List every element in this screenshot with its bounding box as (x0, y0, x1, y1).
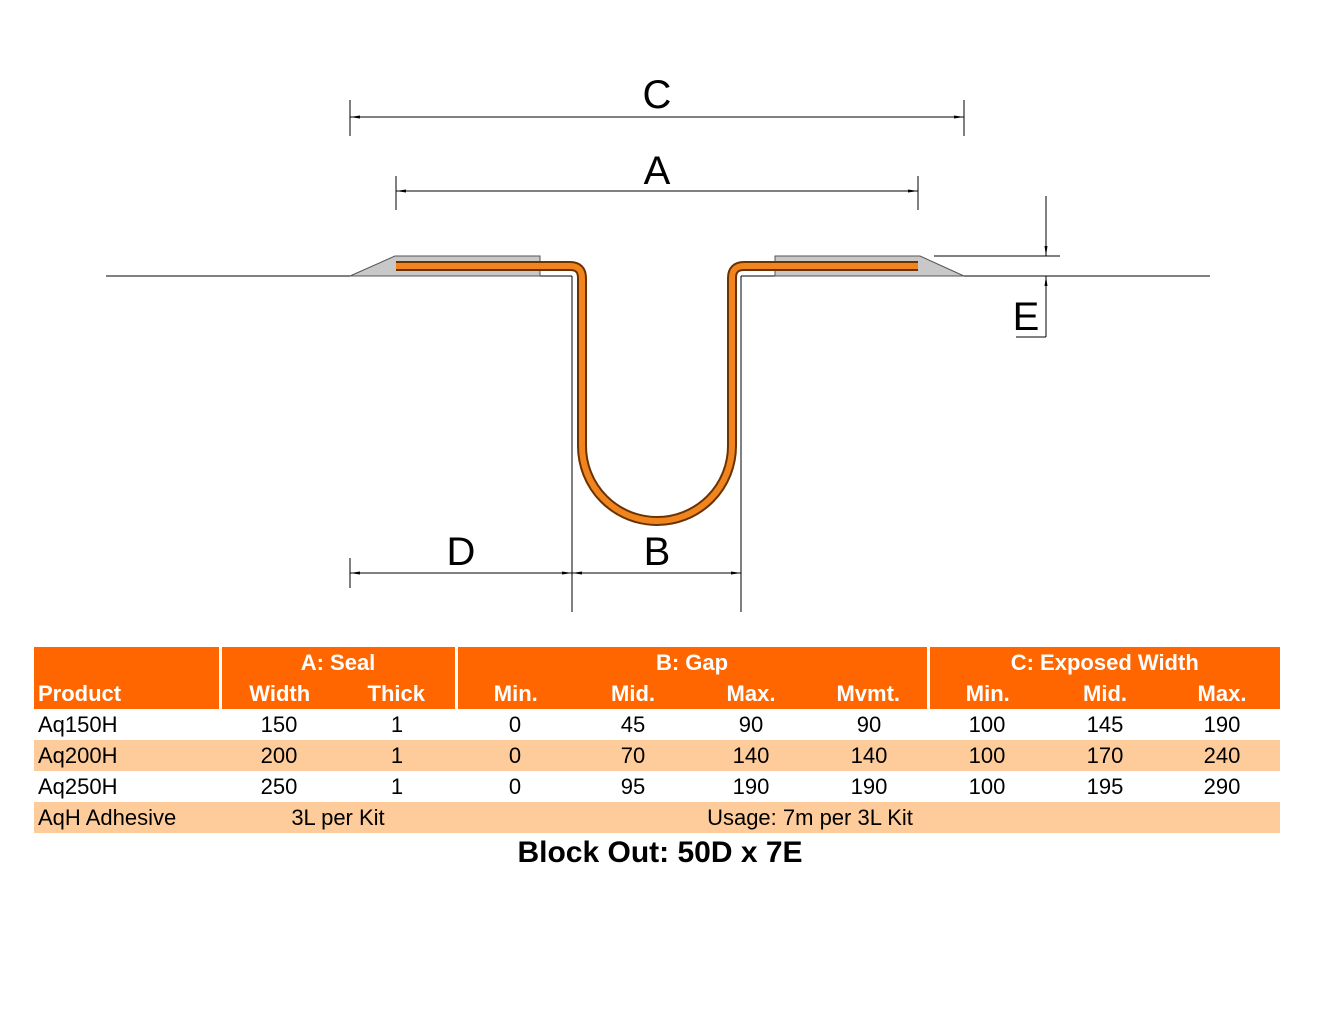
cell-gap-mid: 70 (574, 740, 692, 771)
cell-gap-mvmt: 90 (856, 712, 882, 737)
cell-gap-max: 190 (732, 774, 770, 799)
cell-product: Aq200H (34, 740, 220, 771)
table-row: Aq150H 150 1 0 45 90 90 100 145 190 (34, 709, 1280, 740)
cell-gap-mvmt: 140 (810, 740, 928, 771)
header-column-row: Product Width Thick Min. Mid. Max. Mvmt.… (34, 678, 1281, 709)
col-seal-thick: Thick (338, 678, 456, 709)
cell-product: Aq150H (38, 712, 118, 737)
dim-b-label: B (644, 530, 671, 574)
seal-profile (396, 263, 918, 524)
cell-gap-mid: 95 (620, 774, 646, 799)
dim-d-label: D (447, 530, 476, 574)
cell-seal-thick: 1 (390, 712, 404, 737)
expansion-joint-diagram: C A E D B (106, 73, 1210, 612)
table-row: Aq250H 250 1 0 95 190 190 100 195 290 (34, 771, 1280, 802)
table-row: Aq200H 200 1 0 70 140 140 100 170 240 (34, 740, 1281, 771)
col-gap-min: Min. (454, 678, 574, 709)
header-group-gap: B: Gap (454, 647, 928, 678)
dim-c-label: C (643, 73, 672, 117)
header-group-blank (34, 647, 220, 678)
cell-exposed-mid: 195 (1086, 774, 1124, 799)
cell-gap-mvmt: 190 (850, 774, 888, 799)
cell-exposed-min: 100 (968, 712, 1006, 737)
col-gap-mvmt: Mvmt. (810, 678, 928, 709)
col-exposed-mid: Mid. (1046, 678, 1164, 709)
col-seal-width: Width (218, 678, 338, 709)
cell-exposed-max: 240 (1164, 740, 1281, 771)
col-exposed-min: Min. (926, 678, 1046, 709)
cell-adhesive-blank (1164, 802, 1281, 833)
cell-adhesive-usage: Usage: 7m per 3L Kit (456, 802, 1164, 833)
header-group-row: A: Seal B: Gap C: Exposed Width (34, 647, 1281, 678)
cell-exposed-min: 100 (968, 774, 1006, 799)
cell-gap-mid: 45 (620, 712, 646, 737)
spec-table: A: Seal B: Gap C: Exposed Width Product … (34, 647, 1281, 833)
dim-e-label: E (1013, 295, 1040, 339)
dim-a-label: A (644, 149, 671, 193)
col-gap-max: Max. (692, 678, 810, 709)
cell-exposed-max: 190 (1203, 712, 1241, 737)
adhesive-row: AqH Adhesive 3L per Kit Usage: 7m per 3L… (34, 802, 1281, 833)
cell-gap-min: 0 (456, 740, 574, 771)
cell-exposed-mid: 145 (1086, 712, 1124, 737)
cell-seal-thick: 1 (338, 740, 456, 771)
block-out-note: Block Out: 50D x 7E (517, 836, 803, 869)
cell-gap-min: 0 (508, 774, 522, 799)
header-group-seal: A: Seal (218, 647, 456, 678)
seal-profile-outline (396, 261, 918, 526)
cell-exposed-min: 100 (928, 740, 1046, 771)
cell-seal-width: 250 (260, 774, 298, 799)
cell-exposed-mid: 170 (1046, 740, 1164, 771)
col-product: Product (34, 678, 220, 709)
col-gap-mid: Mid. (574, 678, 692, 709)
cell-gap-max: 90 (738, 712, 764, 737)
header-group-exposed: C: Exposed Width (926, 647, 1281, 678)
cell-seal-thick: 1 (390, 774, 404, 799)
cell-gap-min: 0 (508, 712, 522, 737)
cell-seal-width: 150 (260, 712, 298, 737)
cell-exposed-max: 290 (1203, 774, 1241, 799)
cell-seal-width: 200 (220, 740, 338, 771)
cell-adhesive-product: AqH Adhesive (34, 802, 220, 833)
cell-gap-max: 140 (692, 740, 810, 771)
col-exposed-max: Max. (1164, 678, 1281, 709)
cell-adhesive-quantity: 3L per Kit (220, 802, 456, 833)
cell-product: Aq250H (38, 774, 118, 799)
